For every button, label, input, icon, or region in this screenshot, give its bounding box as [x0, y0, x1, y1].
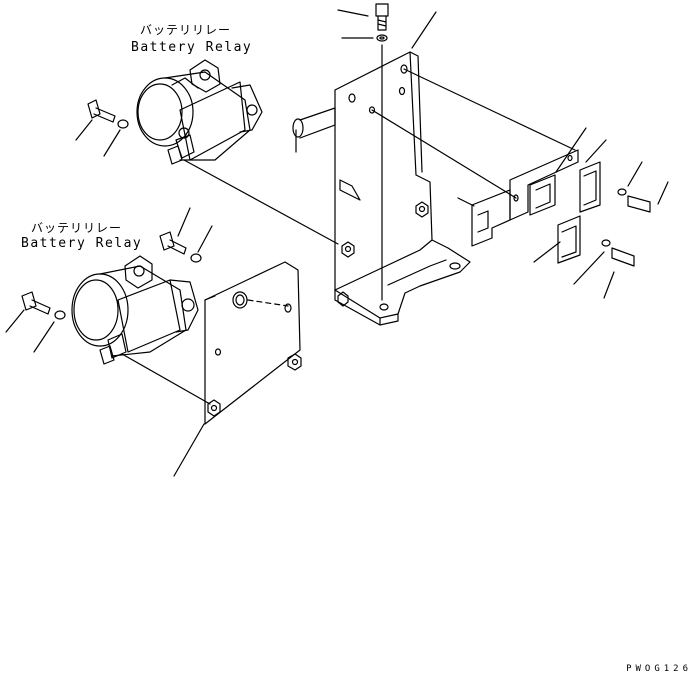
right-brackets — [372, 69, 668, 298]
upper-relay-label-jp: バッテリリレー — [140, 23, 232, 37]
lower-relay-label-en: Battery Relay — [21, 236, 143, 251]
lower-relay-label-jp: バッテリリレー — [31, 221, 123, 235]
upper-relay — [76, 60, 338, 244]
main-bracket — [293, 45, 470, 325]
top-bolt — [338, 4, 436, 48]
lower-relay — [6, 208, 301, 476]
upper-relay-label-en: Battery Relay — [131, 40, 253, 55]
drawing-code: PWOG126 — [626, 664, 692, 674]
